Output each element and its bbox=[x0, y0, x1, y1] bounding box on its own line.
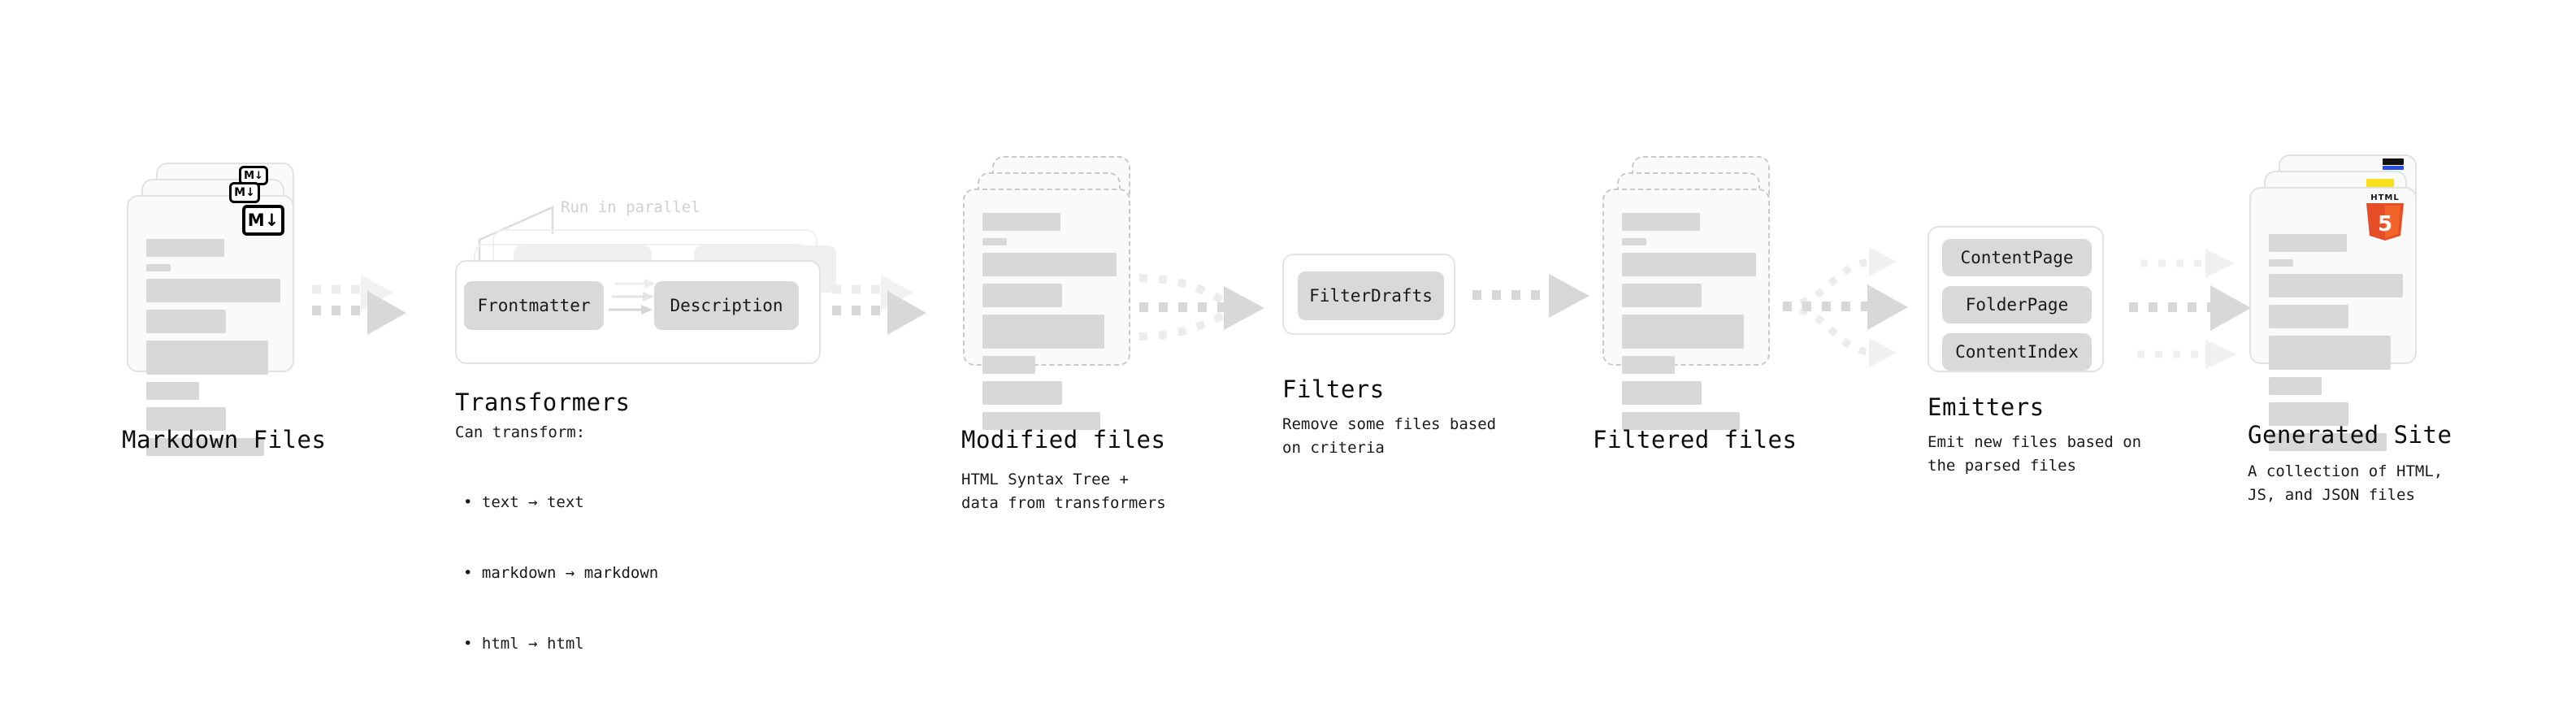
skeleton-bar bbox=[2269, 274, 2403, 297]
stage-title-transformers: Transformers bbox=[455, 388, 631, 416]
arrowhead-ghost bbox=[1869, 338, 1897, 367]
doc-skeleton bbox=[2269, 234, 2403, 458]
svg-text:5: 5 bbox=[2378, 212, 2392, 237]
filters-subtitle: Remove some files based on criteria bbox=[1282, 415, 1497, 457]
arrowhead bbox=[1224, 286, 1264, 330]
markdown-icon-small-back1: M↓ bbox=[229, 182, 260, 203]
connector-transformers-to-modified bbox=[832, 275, 926, 335]
arrowhead bbox=[2210, 285, 2251, 331]
skeleton-bar bbox=[146, 407, 226, 431]
chip-frontmatter[interactable]: Frontmatter bbox=[464, 281, 604, 330]
skeleton-bar bbox=[1622, 284, 1702, 307]
skeleton-bar bbox=[2269, 259, 2293, 267]
doc-skeleton bbox=[982, 213, 1117, 437]
skeleton-bar bbox=[1622, 238, 1646, 245]
pipeline-diagram: M↓ M↓ M↓ Markdown Files bbox=[122, 154, 2452, 653]
arrowhead-ghost bbox=[1869, 247, 1897, 276]
connector-filters-to-filtered bbox=[1472, 274, 1589, 318]
stage-title-markdown-files: Markdown Files bbox=[122, 426, 327, 453]
skeleton-bar bbox=[1622, 253, 1756, 276]
chip-folderpage[interactable]: FolderPage bbox=[1942, 286, 2092, 323]
css-icon-label bbox=[2383, 158, 2404, 165]
chip-filterdrafts[interactable]: FilterDrafts bbox=[1298, 271, 1444, 320]
skeleton-bar bbox=[982, 356, 1035, 374]
skeleton-bar bbox=[146, 264, 171, 271]
transformers-bullets: • text → text • markdown → markdown • ht… bbox=[463, 444, 658, 703]
skeleton-bar bbox=[146, 438, 264, 456]
skeleton-bar bbox=[1622, 412, 1740, 430]
generated-site-subtitle: A collection of HTML, JS, and JSON files bbox=[2248, 462, 2444, 504]
bullet-html: • html → html bbox=[463, 635, 584, 653]
chip-contentindex[interactable]: ContentIndex bbox=[1942, 333, 2092, 371]
run-in-parallel-note: Run in parallel bbox=[561, 198, 700, 216]
stage-title-emitters: Emitters bbox=[1928, 393, 2045, 421]
doc-skeleton bbox=[1622, 213, 1756, 437]
modified-files-subtitle: HTML Syntax Tree + data from transformer… bbox=[961, 471, 1166, 512]
connector-filtered-to-emitters bbox=[1782, 247, 1908, 367]
skeleton-bar bbox=[2269, 433, 2387, 451]
arrowhead bbox=[1549, 274, 1589, 318]
doc-front: M↓ bbox=[127, 195, 294, 456]
chip-contentpage[interactable]: ContentPage bbox=[1942, 239, 2092, 276]
css-icon bbox=[2383, 166, 2404, 170]
doc-front bbox=[1602, 189, 1770, 430]
skeleton-bar bbox=[2269, 234, 2347, 252]
doc-skeleton bbox=[146, 239, 280, 463]
doc-front: HTML 5 bbox=[2249, 187, 2417, 451]
skeleton-bar bbox=[982, 213, 1060, 231]
connector-markdown-to-transformers bbox=[312, 275, 406, 335]
doc-front bbox=[963, 189, 1130, 430]
stage-title-filters: Filters bbox=[1282, 375, 1385, 403]
bullet-markdown: • markdown → markdown bbox=[463, 564, 659, 582]
stage-title-filtered-files: Filtered files bbox=[1593, 426, 1798, 453]
arrowhead-ghost bbox=[2205, 249, 2235, 278]
skeleton-bar bbox=[1622, 356, 1675, 374]
skeleton-bar bbox=[2269, 377, 2322, 395]
arrowhead bbox=[367, 291, 406, 335]
arrowhead bbox=[1867, 284, 1908, 330]
skeleton-bar bbox=[982, 315, 1104, 349]
connector-modified-to-filters bbox=[1138, 274, 1264, 341]
stage-title-modified-files: Modified files bbox=[961, 426, 1166, 453]
chip-description[interactable]: Description bbox=[654, 281, 799, 330]
skeleton-bar bbox=[982, 238, 1007, 245]
filters-box: FilterDrafts bbox=[1282, 254, 1455, 335]
skeleton-bar bbox=[982, 284, 1062, 307]
markdown-icon: M↓ bbox=[242, 205, 284, 236]
skeleton-bar bbox=[146, 279, 280, 302]
skeleton-bar bbox=[2269, 305, 2348, 328]
arrowhead bbox=[887, 291, 926, 335]
skeleton-bar bbox=[146, 382, 199, 400]
connector-emitters-to-site bbox=[2129, 249, 2251, 369]
skeleton-bar bbox=[146, 341, 268, 375]
skeleton-bar bbox=[1622, 381, 1702, 405]
skeleton-bar bbox=[1622, 315, 1744, 349]
bullet-text: • text → text bbox=[463, 493, 584, 511]
skeleton-bar bbox=[2269, 336, 2391, 370]
transformer-inner-arrows bbox=[609, 279, 656, 315]
skeleton-bar bbox=[2269, 402, 2348, 426]
emitters-box: ContentPage FolderPage ContentIndex bbox=[1928, 226, 2104, 372]
skeleton-bar bbox=[146, 239, 224, 257]
html5-icon: HTML 5 bbox=[2363, 193, 2407, 241]
arrowhead-ghost bbox=[2205, 340, 2236, 369]
skeleton-bar bbox=[1622, 213, 1700, 231]
emitters-subtitle: Emit new files based on the parsed files bbox=[1928, 433, 2142, 475]
stage-title-generated-site: Generated Site bbox=[2248, 421, 2452, 449]
skeleton-bar bbox=[146, 310, 226, 333]
skeleton-bar bbox=[982, 412, 1100, 430]
transformers-subtitle: Can transform: bbox=[455, 423, 586, 441]
skeleton-bar bbox=[982, 253, 1117, 276]
skeleton-bar bbox=[982, 381, 1062, 405]
